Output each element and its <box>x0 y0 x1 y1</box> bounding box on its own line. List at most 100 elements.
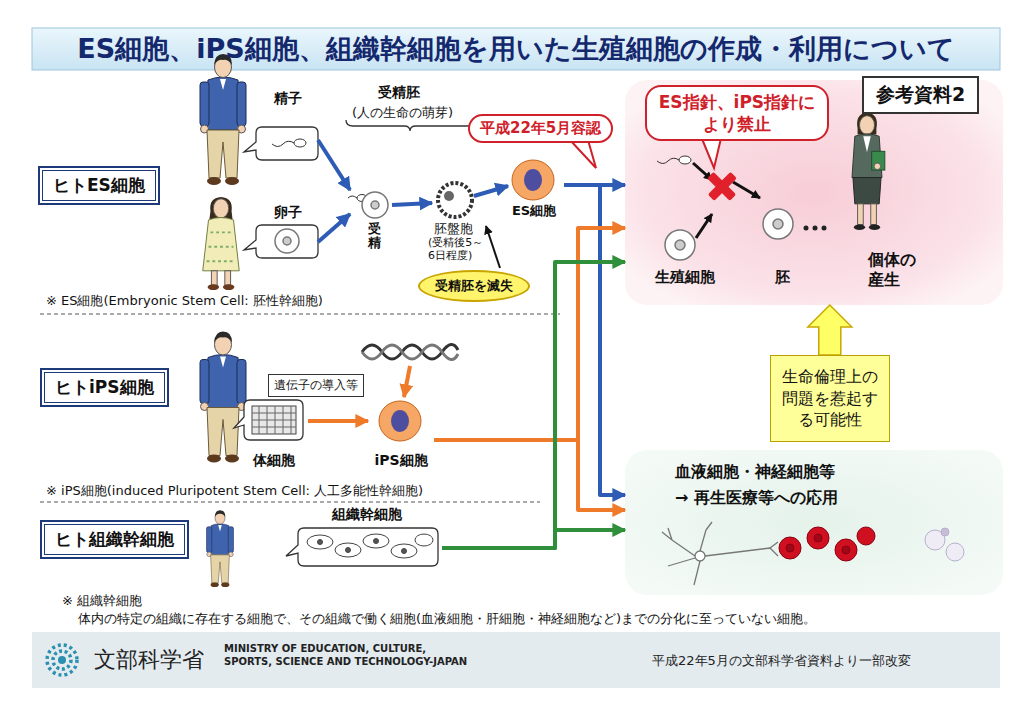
note-label: 体内の特定の組織に存在する細胞で、その組織で働く細胞(血液細胞・肝細胞・神経細胞… <box>78 610 816 628</box>
person <box>200 54 246 185</box>
separator <box>40 314 560 502</box>
dots <box>804 226 827 231</box>
prohibition-mark <box>708 172 737 201</box>
medical-region <box>625 450 1003 595</box>
white-blood-cell <box>941 528 949 536</box>
speech-bubble: 精子 <box>250 90 325 162</box>
dna <box>362 344 458 359</box>
medical-region: 血液細胞・神経細胞等→ 再生医療等への応用 <box>625 450 1003 595</box>
red-blood-cell <box>779 537 801 559</box>
arrow <box>318 140 350 190</box>
egg-cell <box>275 192 793 260</box>
note-label: (受精後5～6日程度) <box>428 236 490 262</box>
red-blood-cell <box>857 527 875 545</box>
red-blood-cell <box>835 539 857 561</box>
arrow <box>404 163 760 397</box>
medical-region-text: → 再生医療等への応用 <box>675 488 838 509</box>
egg-cell <box>675 240 685 250</box>
note-box: 生命倫理上の問題を惹起する可能性 <box>770 355 890 442</box>
connector <box>564 185 625 495</box>
person <box>200 54 885 587</box>
separator <box>40 502 540 503</box>
somatic-cells <box>391 544 417 558</box>
reference-box: 参考資料2 <box>862 76 979 114</box>
note-label: (人の生命の萌芽) <box>352 104 453 122</box>
speech-bubble <box>244 127 318 160</box>
cell-node: 組織幹細胞 <box>292 506 442 568</box>
neuron <box>662 522 778 585</box>
dna <box>362 344 458 359</box>
blastocyst <box>444 191 454 201</box>
title-bar <box>32 28 1000 70</box>
somatic-cells <box>374 539 379 544</box>
callout-bubble-text: ES指針、iPS指針により禁止 <box>657 91 817 135</box>
egg-cell <box>371 201 379 209</box>
egg-cell <box>665 230 695 260</box>
sperm <box>294 139 306 147</box>
arrow <box>733 182 760 198</box>
medical-region <box>625 450 1003 595</box>
category-box-text: ヒト組織幹細胞 <box>55 528 174 551</box>
separator <box>40 314 560 315</box>
connector <box>442 262 625 548</box>
footer-band <box>47 645 77 675</box>
person <box>203 197 239 290</box>
somatic-cells <box>346 548 351 553</box>
prohibition-mark <box>707 172 737 201</box>
egg-cell <box>275 229 299 253</box>
sperm <box>272 139 691 202</box>
connector <box>808 305 852 355</box>
germ-cell-region-text: 個体の産生 <box>868 250 918 290</box>
stem-cell <box>391 410 409 432</box>
germ-cell-region-text: 胚 <box>775 268 790 287</box>
note-label: 胚盤胞 <box>434 220 473 238</box>
white-blood-cell <box>925 528 964 561</box>
somatic-cells <box>415 534 433 546</box>
footer-band-text: 文部科学省 <box>94 645 204 675</box>
somatic-cells <box>402 549 407 554</box>
white-blood-cell <box>946 543 964 561</box>
somatic-cells <box>252 406 296 434</box>
arrow <box>486 226 500 268</box>
title: ES細胞、iPS細胞、組織幹細胞を用いた生殖細胞の作成・利用について <box>32 28 1000 70</box>
person <box>207 510 234 587</box>
callout-bubble: ES指針、iPS指針により禁止 <box>645 85 829 141</box>
callout-ellipse-text: 受精胚を滅失 <box>435 277 513 295</box>
connector <box>308 419 368 423</box>
egg-cell <box>763 209 793 239</box>
callout-tail <box>570 140 596 168</box>
category-box-text: ヒトES細胞 <box>53 174 145 197</box>
category-box: ヒト組織幹細胞 <box>40 520 189 559</box>
person <box>200 332 246 463</box>
cell-node: iPS細胞 <box>368 398 434 470</box>
dots <box>804 226 809 231</box>
stem-cell <box>524 169 542 191</box>
footer-band <box>32 632 1000 688</box>
title-bar <box>32 28 1000 70</box>
sperm <box>348 196 357 198</box>
callout-bubble-text: 平成22年5月容認 <box>480 119 601 138</box>
cell-node-text: ES細胞 <box>512 202 556 220</box>
germ-cell-region-text: 生殖細胞 <box>655 268 715 287</box>
footer-band-text: 平成22年5月の文部科学省資料より一部改変 <box>652 652 911 670</box>
dots <box>813 226 818 231</box>
arrow <box>404 366 410 397</box>
somatic-cells <box>252 406 296 434</box>
callout-bubble: 平成22年5月容認 <box>468 114 613 143</box>
speech-bubble-text: 卵子 <box>274 204 302 222</box>
footer-band <box>53 651 71 669</box>
note-box-text: 生命倫理上の問題を惹起する可能性 <box>781 366 879 431</box>
neuron <box>695 551 705 561</box>
connector <box>434 440 625 510</box>
bracket <box>346 120 474 131</box>
somatic-cells <box>318 540 323 545</box>
arrow <box>392 203 432 205</box>
speech-bubble <box>244 225 318 258</box>
callout-ellipse: 受精胚を滅失 <box>418 270 530 302</box>
red-blood-cell <box>807 527 829 549</box>
bracket <box>346 120 474 131</box>
stem-cell <box>512 160 554 200</box>
footer-band-text: MINISTRY OF EDUCATION, CULTURE, SPORTS, … <box>224 643 474 668</box>
red-blood-cell <box>779 527 875 561</box>
